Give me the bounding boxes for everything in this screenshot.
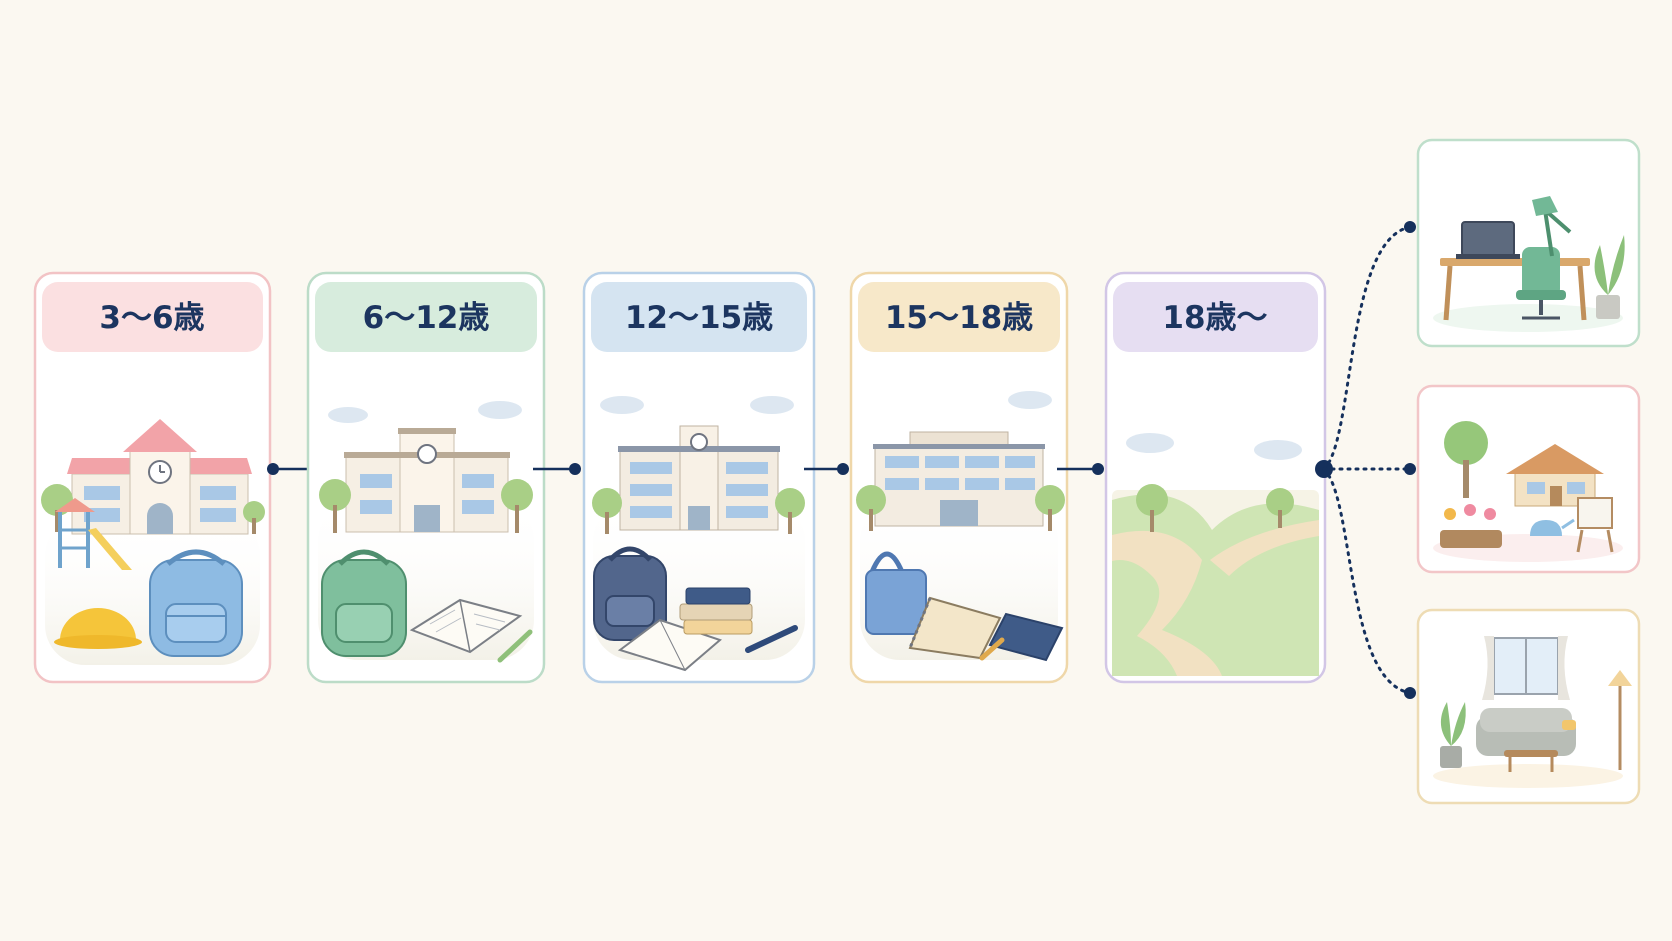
stage-label: 6〜12歳 xyxy=(363,300,490,336)
stage-card-elementary: 6〜12歳 xyxy=(306,271,546,684)
connector-2-3 xyxy=(533,463,581,475)
stage-card-high-school: 15〜18歳 xyxy=(849,271,1069,684)
living-room-illustration xyxy=(1433,636,1632,788)
house-garden-illustration xyxy=(1433,421,1623,562)
branch-connectors xyxy=(1315,221,1416,699)
junior-high-school-illustration xyxy=(592,396,805,672)
kindergarten-illustration xyxy=(41,419,265,665)
connector-4-5 xyxy=(1057,463,1104,475)
desk-workspace-illustration xyxy=(1433,196,1625,332)
elementary-school-illustration xyxy=(318,401,534,663)
stage-card-preschool: 3〜6歳 xyxy=(33,271,272,684)
outcome-card-welfare-facility xyxy=(1416,384,1641,574)
stage-card-junior-high: 12〜15歳 xyxy=(582,271,816,684)
stage-label: 3〜6歳 xyxy=(99,300,204,336)
connector-3-4 xyxy=(804,463,849,475)
stage-label: 18歳〜 xyxy=(1162,300,1267,336)
forking-path-illustration xyxy=(1112,433,1319,676)
outcome-card-home xyxy=(1416,608,1641,805)
high-school-illustration xyxy=(856,391,1065,662)
stage-label: 12〜15歳 xyxy=(625,300,773,336)
stage-card-adult: 18歳〜 xyxy=(1104,271,1327,684)
stage-label: 15〜18歳 xyxy=(885,300,1033,336)
outcome-card-work xyxy=(1416,138,1641,348)
